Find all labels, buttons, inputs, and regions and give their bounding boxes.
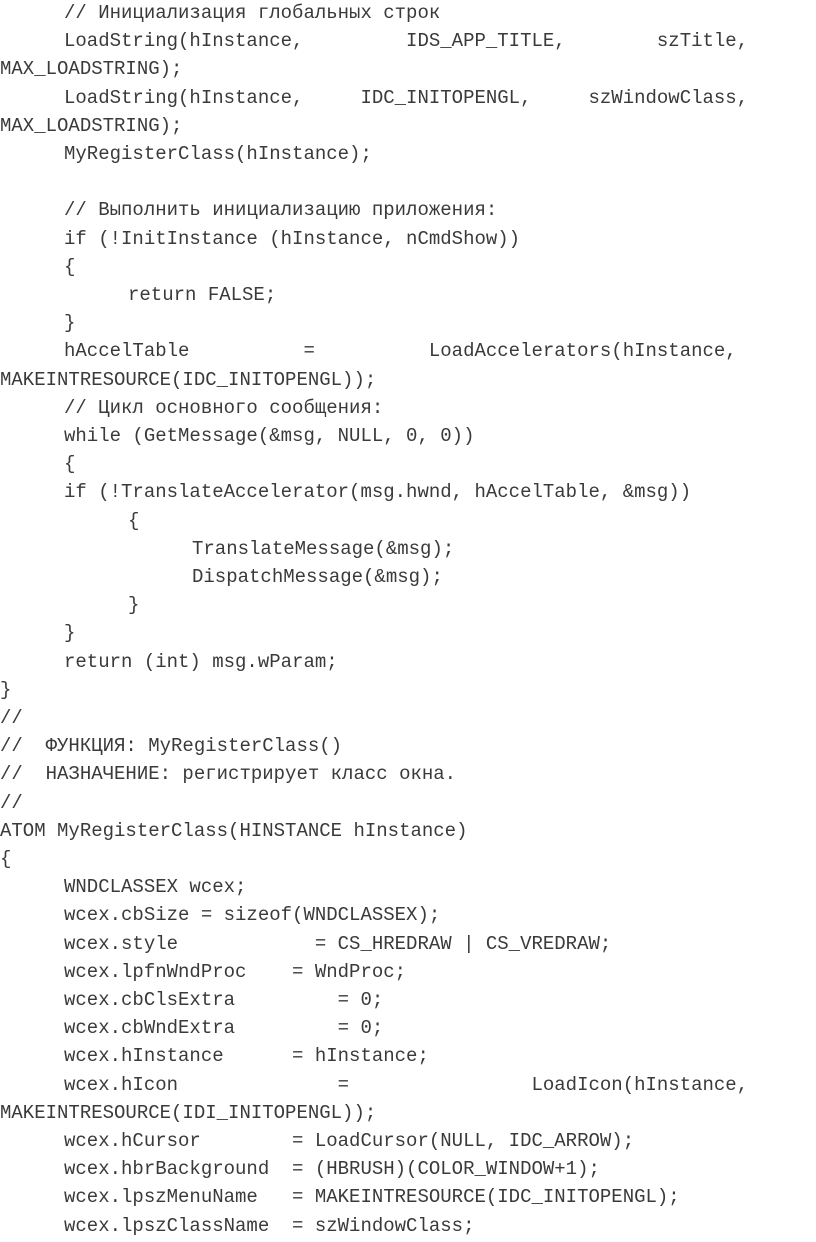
code-line: { xyxy=(0,848,12,870)
code-line: WNDCLASSEX wcex; xyxy=(64,876,247,899)
code-line: wcex.lpszClassName = szWindowClass; xyxy=(64,1214,475,1237)
code-line: // Инициализация глобальных строк xyxy=(64,2,441,24)
code-line: wcex.lpfnWndProc = WndProc; xyxy=(64,960,407,983)
code-line: // xyxy=(0,707,23,729)
code-line: LoadString(hInstance, IDC_INITOPENGL, sz… xyxy=(64,86,749,109)
code-line: MAX_LOADSTRING); xyxy=(0,114,183,137)
code-line: } xyxy=(0,678,12,701)
code-line: return FALSE; xyxy=(128,284,277,306)
code-line: while (GetMessage(&msg, NULL, 0, 0)) xyxy=(64,425,475,447)
code-line: ATOM MyRegisterClass(HINSTANCE hInstance… xyxy=(0,819,468,842)
code-line: wcex.style = CS_HREDRAW | CS_VREDRAW; xyxy=(64,932,612,955)
code-line: return (int) msg.wParam; xyxy=(64,650,338,673)
code-line: // Выполнить инициализацию приложения: xyxy=(64,199,498,222)
code-line: { xyxy=(64,255,76,278)
code-line: wcex.cbClsExtra = 0; xyxy=(64,989,384,1011)
code-line: } xyxy=(64,622,76,645)
code-line: hAccelTable = LoadAccelerators(hInstance… xyxy=(64,340,737,363)
code-line: wcex.hbrBackground = (HBRUSH)(COLOR_WIND… xyxy=(64,1158,600,1181)
code-line: { xyxy=(64,453,76,476)
code-line: MAX_LOADSTRING); xyxy=(0,58,183,81)
code-line: // ФУНКЦИЯ: MyRegisterClass() xyxy=(0,735,343,758)
code-line: // xyxy=(0,791,23,814)
code-line: wcex.hCursor = LoadCursor(NULL, IDC_ARRO… xyxy=(64,1130,635,1152)
code-line: MAKEINTRESOURCE(IDC_INITOPENGL)); xyxy=(0,368,377,391)
code-line: } xyxy=(128,594,140,617)
code-line: if (!InitInstance (hInstance, nCmdShow)) xyxy=(64,227,521,250)
code-line: MyRegisterClass(hInstance); xyxy=(64,143,372,165)
code-line: wcex.hIcon = LoadIcon(hInstance, xyxy=(64,1073,749,1096)
code-line: // Цикл основного сообщения: xyxy=(64,396,384,419)
code-line: if (!TranslateAccelerator(msg.hwnd, hAcc… xyxy=(64,481,692,504)
code-line: TranslateMessage(&msg); xyxy=(192,537,455,560)
code-line: wcex.hInstance = hInstance; xyxy=(64,1045,429,1068)
code-line: } xyxy=(64,312,76,335)
code-line: { xyxy=(128,509,140,532)
code-line: wcex.lpszMenuName = MAKEINTRESOURCE(IDC_… xyxy=(64,1186,680,1209)
code-line: wcex.cbWndExtra = 0; xyxy=(64,1017,384,1040)
code-line: // НАЗНАЧЕНИЕ: регистрирует класс окна. xyxy=(0,763,457,786)
code-line: LoadString(hInstance, IDS_APP_TITLE, szT… xyxy=(64,30,749,53)
code-line: DispatchMessage(&msg); xyxy=(192,566,443,588)
code-line: wcex.cbSize = sizeof(WNDCLASSEX); xyxy=(64,904,441,927)
code-line: MAKEINTRESOURCE(IDI_INITOPENGL)); xyxy=(0,1101,377,1124)
